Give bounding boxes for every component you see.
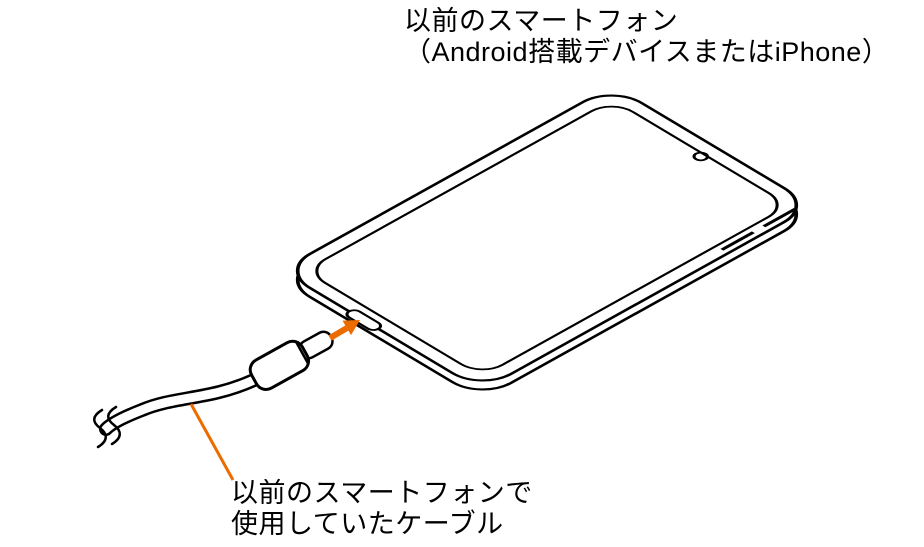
front-camera: [692, 151, 710, 162]
usb-cable-illustration: [93, 330, 334, 449]
insertion-arrow-icon: [328, 320, 360, 341]
smartphone-illustration: [295, 94, 799, 391]
cable-label-leader-line: [189, 403, 235, 481]
cable-label: 以前のスマートフォンで 使用していたケーブル: [231, 478, 533, 540]
cable-label-line1: 以前のスマートフォンで: [231, 478, 533, 508]
cable-break-mark: [93, 405, 121, 449]
device-label-line1: 以前のスマートフォン: [404, 6, 679, 36]
cable-cord-core: [101, 375, 259, 434]
usb-port: [345, 309, 383, 331]
usb-connector: [248, 330, 334, 391]
phone-body: [295, 94, 799, 382]
side-button-power: [762, 207, 797, 228]
insertion-arrow-shaft: [328, 325, 349, 341]
side-button-volume: [720, 231, 755, 251]
device-label-line2: （Android搭載デバイスまたはiPhone）: [404, 37, 890, 67]
insertion-arrow-head: [342, 320, 360, 336]
connector-housing: [248, 339, 311, 391]
cable-label-line2: 使用していたケーブル: [231, 509, 504, 539]
connector-collar: [295, 341, 310, 364]
device-label: 以前のスマートフォン （Android搭載デバイスまたはiPhone）: [404, 6, 889, 68]
